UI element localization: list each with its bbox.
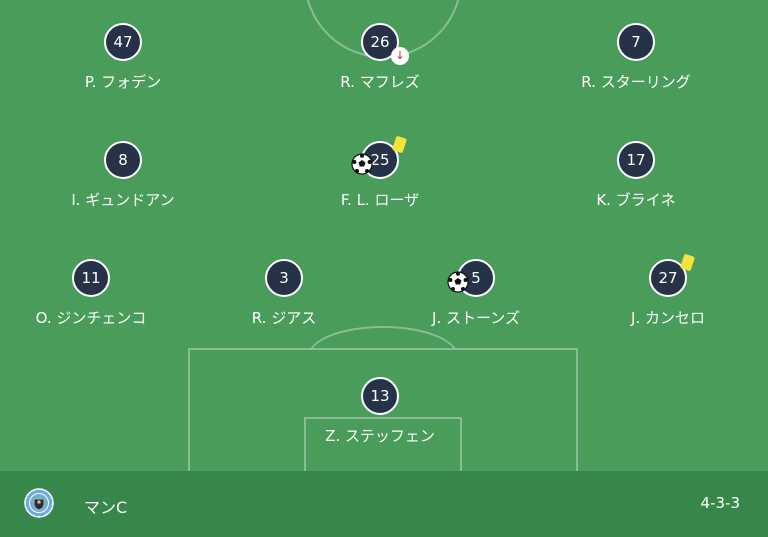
player-card[interactable]: 13 Z. ステッフェン [280,377,480,446]
player-name: Z. ステッフェン [325,427,435,445]
pitch: 47 P. フォデン 26 ↓ R. マフレズ 7 R. スターリング 8 I.… [0,0,768,471]
player-name: J. カンセロ [631,309,705,327]
player-card[interactable]: 47 P. フォデン [23,23,223,92]
player-card[interactable]: 25 F. L. ローザ [280,135,480,210]
player-card[interactable]: 5 J. ストーンズ [376,259,576,328]
player-number: 25 [370,151,390,169]
player-name: O. ジンチェンコ [35,309,147,327]
player-number: 26 [370,33,390,51]
substitution-off-icon: ↓ [391,47,409,65]
team-name: マンC [84,498,128,517]
player-name: R. ジアス [251,309,317,327]
player-card[interactable]: 3 R. ジアス [184,259,384,328]
penalty-box [188,348,578,471]
player-card[interactable]: 7 R. スターリング [536,23,736,92]
manchester-city-crest-icon [24,488,54,518]
player-number-badge: 8 [104,141,142,179]
player-name: F. L. ローザ [340,191,420,209]
player-name: P. フォデン [84,73,162,91]
player-name: K. ブライネ [596,191,676,209]
player-number-badge: 7 [617,23,655,61]
yellow-card-icon [391,135,408,154]
player-number-badge: 26 ↓ [361,23,409,65]
player-name: I. ギュンドアン [71,191,175,209]
player-card[interactable]: 11 O. ジンチェンコ [0,259,191,328]
player-name: R. マフレズ [340,73,420,91]
player-number-badge: 11 [72,259,110,297]
formation-label: 4-3-3 [700,494,740,512]
player-name: R. スターリング [581,73,691,91]
player-number-badge: 13 [361,377,399,415]
player-card[interactable]: 27 J. カンセロ [568,253,768,328]
goal-ball-icon [351,153,373,187]
player-card[interactable]: 8 I. ギュンドアン [23,141,223,210]
yellow-card-icon [679,253,696,272]
player-number: 5 [471,269,481,287]
player-number-badge: 47 [104,23,142,61]
player-number: 27 [658,269,678,287]
player-card[interactable]: 26 ↓ R. マフレズ [280,23,480,92]
player-number-badge: 3 [265,259,303,297]
player-name: J. ストーンズ [432,309,520,327]
player-number-badge: 5 [447,259,495,297]
team-footer: マンC 4-3-3 [0,471,768,537]
player-card[interactable]: 17 K. ブライネ [536,141,736,210]
player-number-badge: 17 [617,141,655,179]
player-number-badge: 25 [351,135,408,179]
goal-ball-icon [447,271,469,305]
player-number-badge: 27 [649,253,696,297]
goal-box [304,417,462,471]
